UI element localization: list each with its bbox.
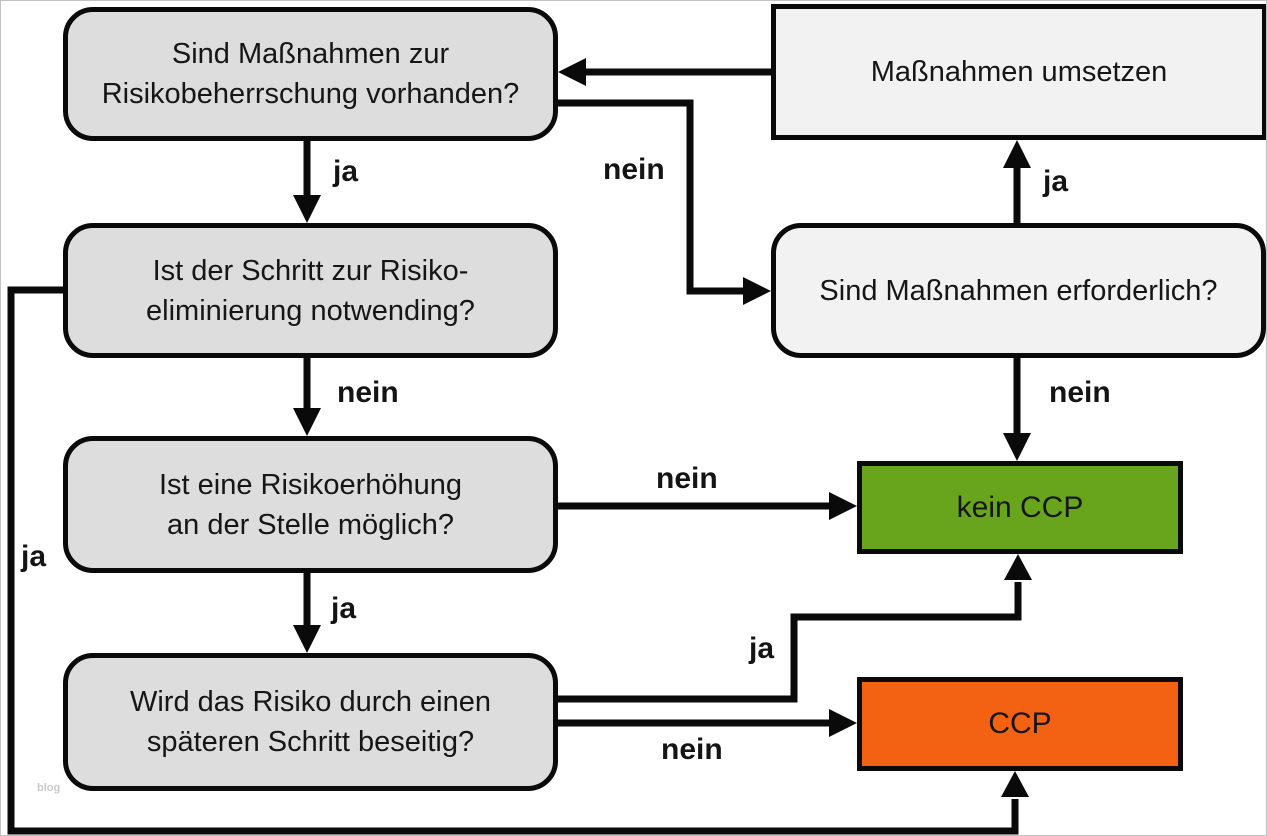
edge-eliminierung-nein-arrowhead (293, 408, 321, 436)
edge-label-spaeter-nein: nein (661, 733, 723, 766)
node-frage-massnahmen-vorhanden: Sind Maßnahmen zur Risikobeherrschung vo… (63, 7, 558, 141)
watermark-text: blog (37, 782, 61, 794)
edge-spaeter-nein-arrowhead (829, 709, 857, 737)
edge-label-eliminierung-nein: nein (337, 376, 399, 409)
node-frage-schritt-eliminierung: Ist der Schritt zur Risiko- eliminierung… (63, 223, 558, 358)
edge-vorhanden-nein-arrowhead (743, 277, 771, 305)
node-frage-spaeterer-schritt: Wird das Risiko durch einen späteren Sch… (63, 653, 558, 791)
edge-label-vorhanden-ja: ja (333, 155, 359, 188)
edge-label-erforderlich-nein: nein (1049, 376, 1111, 409)
edge-label-risikoerhoehung-ja: ja (331, 592, 357, 625)
edge-label-eliminierung-ja: ja (21, 540, 47, 573)
edge-label-erforderlich-ja: ja (1043, 165, 1069, 198)
edge-label-vorhanden-nein: nein (603, 153, 665, 186)
node-frage-massnahmen-erforderlich: Sind Maßnahmen erforderlich? (771, 223, 1266, 358)
edge-risikoerhoehung-nein-arrowhead (829, 492, 857, 520)
edge-risikoerhoehung-ja-arrowhead (293, 625, 321, 653)
edge-eliminierung-ja-arrowhead (1001, 771, 1029, 797)
node-kein-ccp: kein CCP (857, 461, 1183, 554)
edge-umsetzen-vorhanden-arrowhead (558, 58, 586, 86)
edge-spaeter-ja-arrowhead (1004, 554, 1032, 580)
edge-erforderlich-ja-arrowhead (1003, 140, 1031, 168)
edge-eliminierung-ja-line (7, 286, 1019, 835)
node-frage-risikoerhoehung: Ist eine Risikoerhöhung an der Stelle mö… (63, 436, 558, 573)
edge-label-risikoerhoehung-nein: nein (656, 462, 718, 495)
node-massnahmen-umsetzen: Maßnahmen umsetzen (771, 4, 1266, 140)
edge-erforderlich-nein-arrowhead (1003, 433, 1031, 461)
node-ccp: CCP (857, 677, 1183, 771)
edge-label-spaeter-ja: ja (749, 632, 775, 665)
edge-spaeter-ja-line (558, 582, 1022, 703)
edge-vorhanden-nein-line (558, 99, 745, 295)
edge-vorhanden-ja-arrowhead (293, 195, 321, 223)
